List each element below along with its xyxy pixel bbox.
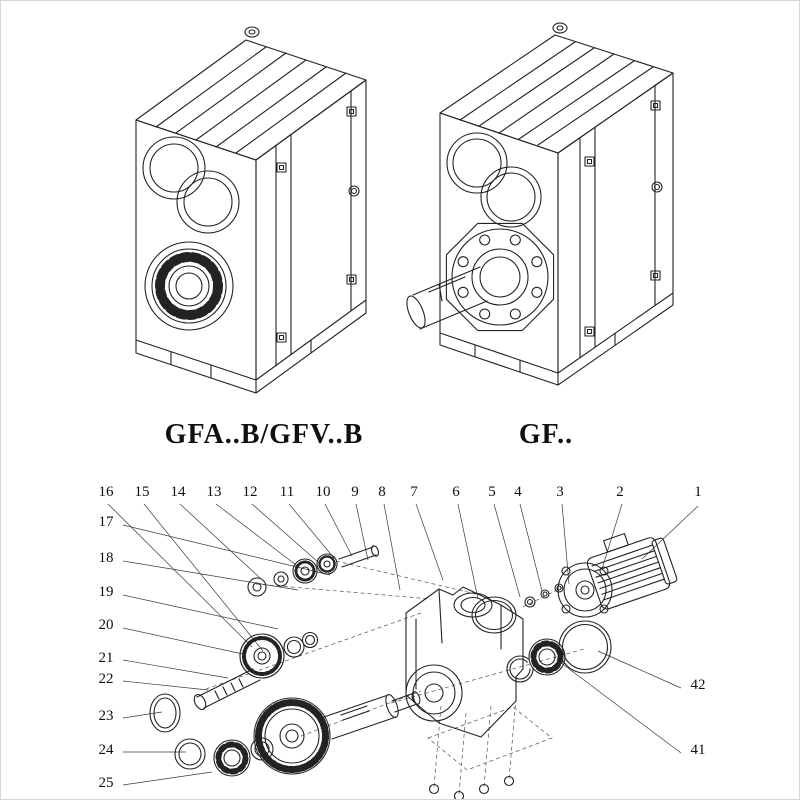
callout-number: 15 [134,484,150,500]
leader-lines [107,503,699,786]
mounting-holes [276,106,357,343]
front-face [135,119,257,381]
input-gasket-and-fasteners [471,583,564,634]
callout-number: 10 [315,484,331,500]
assembly-axis-lines [205,560,585,795]
callout-number: 20 [98,617,114,633]
callout-number: 8 [378,484,386,500]
callout-number: 42 [690,677,706,693]
front-face [439,112,559,374]
callout-number: 9 [351,484,359,500]
side-flange-face [255,79,367,381]
output-gear-and-shaft [253,691,421,775]
callout-number: 7 [410,484,418,500]
callout-number: 22 [98,671,114,687]
callout-number: 17 [98,514,114,530]
housing-bolts [428,775,515,799]
callout-number: 4 [514,484,522,500]
intermediate-gear-parts [193,631,319,711]
base-feet [439,292,674,386]
callout-number: 12 [242,484,258,500]
input-shaft-parts [247,545,380,597]
motor [557,533,678,618]
callout-number: 24 [98,742,114,758]
output-side-rings [506,620,612,683]
gearbox-drawing-gf [406,22,674,386]
side-face [557,72,674,374]
callout-number: 5 [488,484,496,500]
callout-number: 2 [616,484,624,500]
gasket-outline [427,706,553,771]
callout-number: 19 [98,584,114,600]
mounting-holes [584,100,661,337]
hollow-shaft-bearing [144,241,234,331]
callout-number: 16 [98,484,114,500]
callout-number: 1 [694,484,702,500]
figure-label-right: GF.. [518,419,574,450]
callout-number: 14 [170,484,186,500]
callout-number: 11 [279,484,295,500]
output-flange [445,222,555,332]
callout-number: 18 [98,550,114,566]
gear-housing [405,586,524,738]
callout-number: 23 [98,708,114,724]
base-feet [135,299,367,394]
callout-number: 13 [206,484,222,500]
figure-label-left: GFA..B/GFV..B [164,419,364,450]
callout-number: 25 [98,775,114,791]
callout-number: 6 [452,484,460,500]
callout-number: 3 [556,484,564,500]
seal-and-bearing-parts [149,693,274,777]
callout-number: 41 [690,742,706,758]
lifting-eye [244,26,260,38]
callout-number: 21 [98,650,114,666]
lifting-eye [552,22,568,34]
gearbox-drawing-gfab [135,26,367,394]
output-shaft [406,266,488,330]
